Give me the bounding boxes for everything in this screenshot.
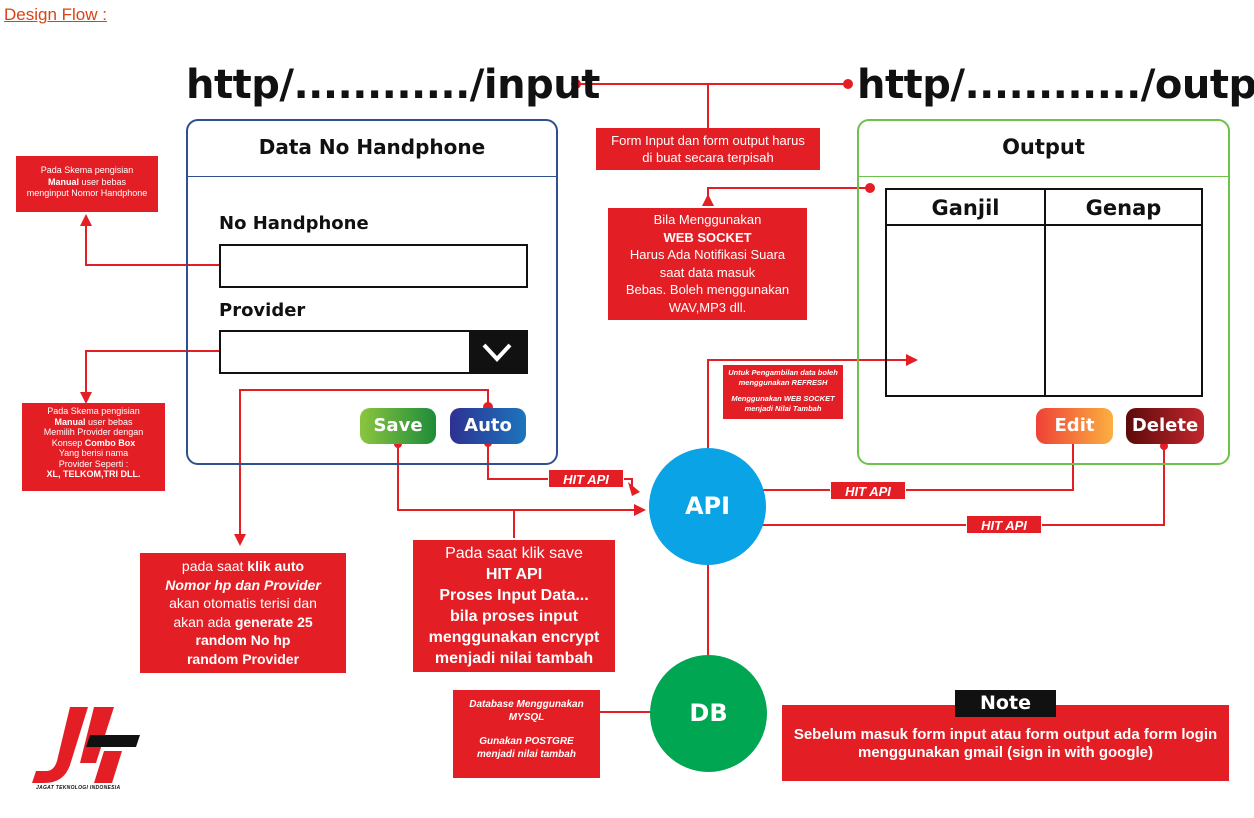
note-save-click: Pada saat klik save HIT API Proses Input… [413, 540, 615, 672]
input-url: http/............/input [186, 62, 600, 108]
logo-caption: JAGAT TEKNOLOGI INDONESIA [36, 785, 121, 791]
header-divider [887, 224, 1201, 226]
design-flow-link[interactable]: Design Flow : [4, 5, 107, 24]
hit-api-tag-delete: HIT API [966, 515, 1042, 534]
phone-label: No Handphone [219, 213, 369, 234]
company-logo: JAGAT TEKNOLOGI INDONESIA [30, 705, 142, 795]
note-database: Database Menggunakan MYSQL Gunakan POSTG… [453, 690, 600, 778]
chevron-down-icon[interactable] [469, 332, 526, 372]
output-table: Ganjil Genap [885, 188, 1203, 397]
divider [859, 176, 1228, 177]
phone-input[interactable] [219, 244, 528, 288]
note-refresh: Untuk Pengambilan data boleh menggunakan… [723, 365, 843, 419]
provider-label: Provider [219, 300, 306, 321]
output-panel-title: Output [1002, 135, 1085, 159]
divider [188, 176, 556, 177]
hit-api-tag-edit: HIT API [830, 481, 906, 500]
logo-mark-icon [32, 707, 140, 783]
note-manual-provider: Pada Skema pengisian Manual user bebas M… [22, 403, 165, 491]
hit-api-tag-auto: HIT API [548, 469, 624, 488]
api-node: API [649, 448, 766, 565]
note-websocket: Bila Menggunakan WEB SOCKET Harus Ada No… [608, 208, 807, 320]
input-panel-title: Data No Handphone [258, 135, 486, 159]
output-panel: Output Ganjil Genap Edit Delete [857, 119, 1230, 465]
db-node: DB [650, 655, 767, 772]
note-manual-phone: Pada Skema pengisian Manual user bebas m… [16, 156, 158, 212]
auto-button[interactable]: Auto [450, 408, 526, 444]
column-header-genap: Genap [1085, 196, 1162, 220]
note-box: Sebelum masuk form input atau form outpu… [782, 705, 1229, 781]
save-button[interactable]: Save [360, 408, 436, 444]
note-heading: Note [955, 690, 1056, 717]
provider-select[interactable] [219, 330, 528, 374]
column-divider [1044, 190, 1046, 395]
note-auto-click: pada saat klik auto Nomor hp dan Provide… [140, 553, 346, 673]
output-url: http/............/output [857, 62, 1254, 108]
edit-button[interactable]: Edit [1036, 408, 1113, 444]
note-text: Sebelum masuk form input atau form outpu… [793, 726, 1218, 761]
column-header-ganjil: Ganjil [931, 196, 1000, 220]
delete-button[interactable]: Delete [1126, 408, 1204, 444]
input-form-panel: Data No Handphone No Handphone Provider … [186, 119, 558, 465]
